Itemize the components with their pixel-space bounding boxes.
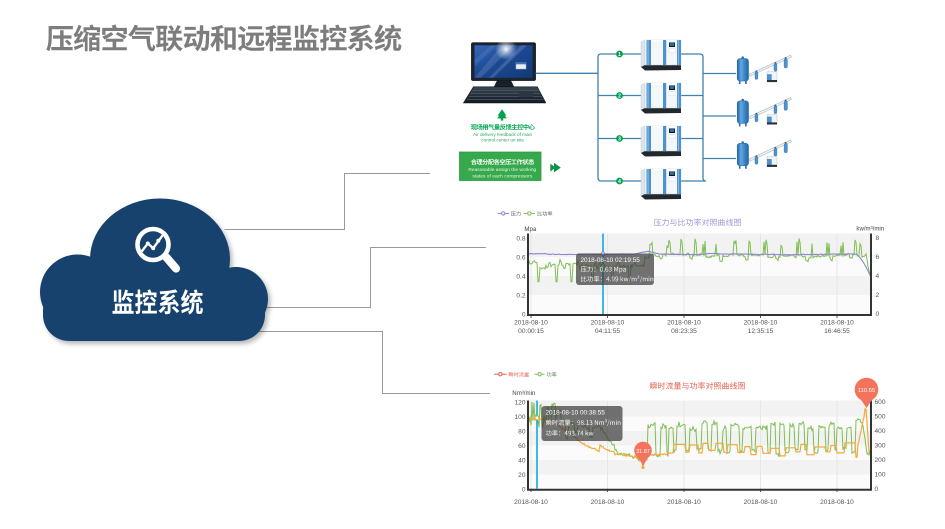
svg-text:control center on site: control center on site: [481, 138, 524, 143]
svg-text:2018-08-10: 2018-08-10: [667, 499, 701, 506]
svg-text:500: 500: [875, 414, 886, 421]
svg-text:2018-08-10: 2018-08-10: [667, 319, 701, 326]
svg-text:2018-08-10 02:19:55: 2018-08-10 02:19:55: [581, 257, 641, 264]
svg-text:31.87: 31.87: [636, 449, 650, 455]
svg-text:2018-08-10: 2018-08-10: [591, 499, 625, 506]
svg-text:08:23:35: 08:23:35: [671, 328, 697, 335]
svg-text:2: 2: [618, 93, 621, 99]
svg-text:0: 0: [522, 311, 526, 318]
svg-text:states of each compressors: states of each compressors: [472, 174, 532, 180]
svg-text:2018-08-10: 2018-08-10: [820, 499, 854, 506]
svg-text:Nm³/min: Nm³/min: [512, 390, 535, 397]
svg-text:0: 0: [522, 486, 526, 493]
svg-text:Reasonable assign the working: Reasonable assign the working: [468, 167, 536, 173]
svg-text:110.55: 110.55: [858, 388, 876, 394]
svg-text:80: 80: [518, 428, 526, 435]
svg-text:2: 2: [876, 292, 880, 299]
svg-text:00:00:15: 00:00:15: [518, 328, 544, 335]
svg-text:120: 120: [514, 399, 525, 406]
svg-text:8: 8: [876, 235, 880, 242]
svg-text:2018-08-10 00:38:55: 2018-08-10 00:38:55: [546, 409, 606, 416]
svg-text:2018-08-10: 2018-08-10: [591, 319, 625, 326]
svg-text:100: 100: [875, 472, 886, 479]
svg-text:100: 100: [514, 414, 525, 421]
svg-text:0.4: 0.4: [516, 273, 525, 280]
svg-text:0.8: 0.8: [516, 235, 525, 242]
svg-text:200: 200: [875, 457, 886, 464]
svg-text:Mpa: Mpa: [524, 226, 536, 233]
svg-text:2018-08-10: 2018-08-10: [744, 499, 778, 506]
svg-text:1: 1: [618, 52, 621, 58]
svg-text:0.6: 0.6: [516, 254, 525, 261]
svg-text:0: 0: [875, 486, 879, 493]
svg-text:4: 4: [618, 179, 621, 185]
svg-text:Air delivery feedback of main: Air delivery feedback of main: [473, 132, 532, 137]
svg-text:2018-08-10: 2018-08-10: [514, 499, 548, 506]
svg-text:3: 3: [618, 136, 621, 142]
svg-text:kw/m³/min: kw/m³/min: [856, 225, 884, 232]
svg-text:20: 20: [518, 472, 526, 479]
svg-text:2018-08-10: 2018-08-10: [820, 319, 854, 326]
svg-text:0: 0: [876, 311, 880, 318]
svg-text:300: 300: [875, 443, 886, 450]
svg-text:400: 400: [875, 428, 886, 435]
svg-text:40: 40: [518, 457, 526, 464]
svg-text:4: 4: [876, 273, 880, 280]
svg-text:60: 60: [518, 443, 526, 450]
svg-text:0.2: 0.2: [516, 292, 525, 299]
svg-text:12:35:15: 12:35:15: [748, 328, 774, 335]
svg-text:2018-08-10: 2018-08-10: [744, 319, 778, 326]
svg-text:6: 6: [876, 254, 880, 261]
svg-text:04:11:55: 04:11:55: [595, 328, 621, 335]
svg-text:600: 600: [875, 399, 886, 406]
svg-text:16:46:55: 16:46:55: [824, 328, 850, 335]
svg-text:2018-08-10: 2018-08-10: [514, 319, 548, 326]
